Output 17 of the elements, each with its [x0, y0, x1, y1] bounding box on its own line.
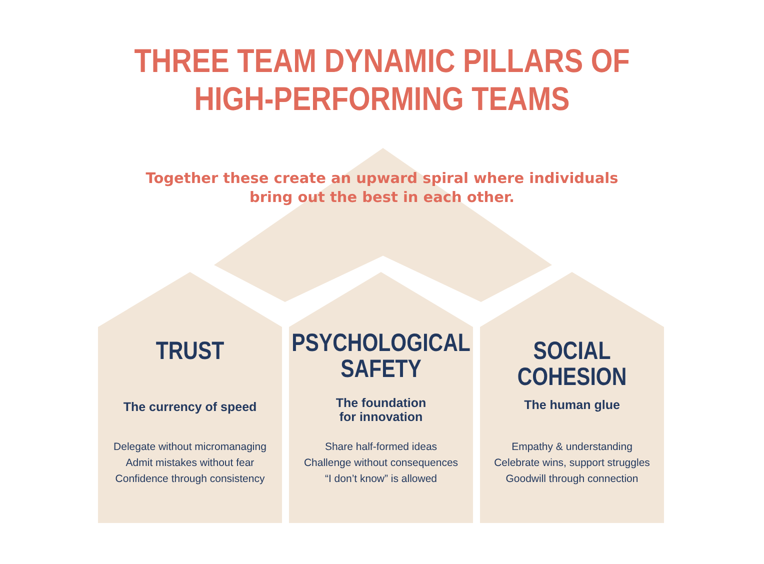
pillar-heading: PSYCHOLOGICAL SAFETY: [290, 330, 472, 382]
pillar-point: “I don’t know” is allowed: [324, 472, 438, 487]
title: THREE TEAM DYNAMIC PILLARS OF HIGH-PERFORMING TEAMS: [133, 42, 631, 118]
pillar-heading: SOCIAL COHESION: [516, 338, 628, 390]
pillar-heading: TRUST: [154, 338, 226, 364]
pillar-point: Goodwill through connection: [504, 472, 640, 487]
pillar-point: Delegate without micromanaging: [112, 440, 268, 455]
pillar-point: Confidence through consistency: [114, 472, 266, 487]
subtitle: Together these create an upward spiral where individuals bring out the best in each other.: [144, 170, 620, 208]
pillar-point: Celebrate wins, support struggles: [493, 456, 651, 471]
pillar-subheading: The human glue: [523, 398, 621, 412]
pillar-point: Admit mistakes without fear: [124, 456, 256, 471]
pillar-point: Share half-formed ideas: [324, 440, 438, 455]
pillar-subheading: The currency of speed: [122, 400, 258, 414]
pillar-point: Challenge without consequences: [302, 456, 460, 471]
pillar-point: Empathy & understanding: [510, 440, 634, 455]
pillar-subheading: The foundation for innovation: [334, 396, 428, 424]
